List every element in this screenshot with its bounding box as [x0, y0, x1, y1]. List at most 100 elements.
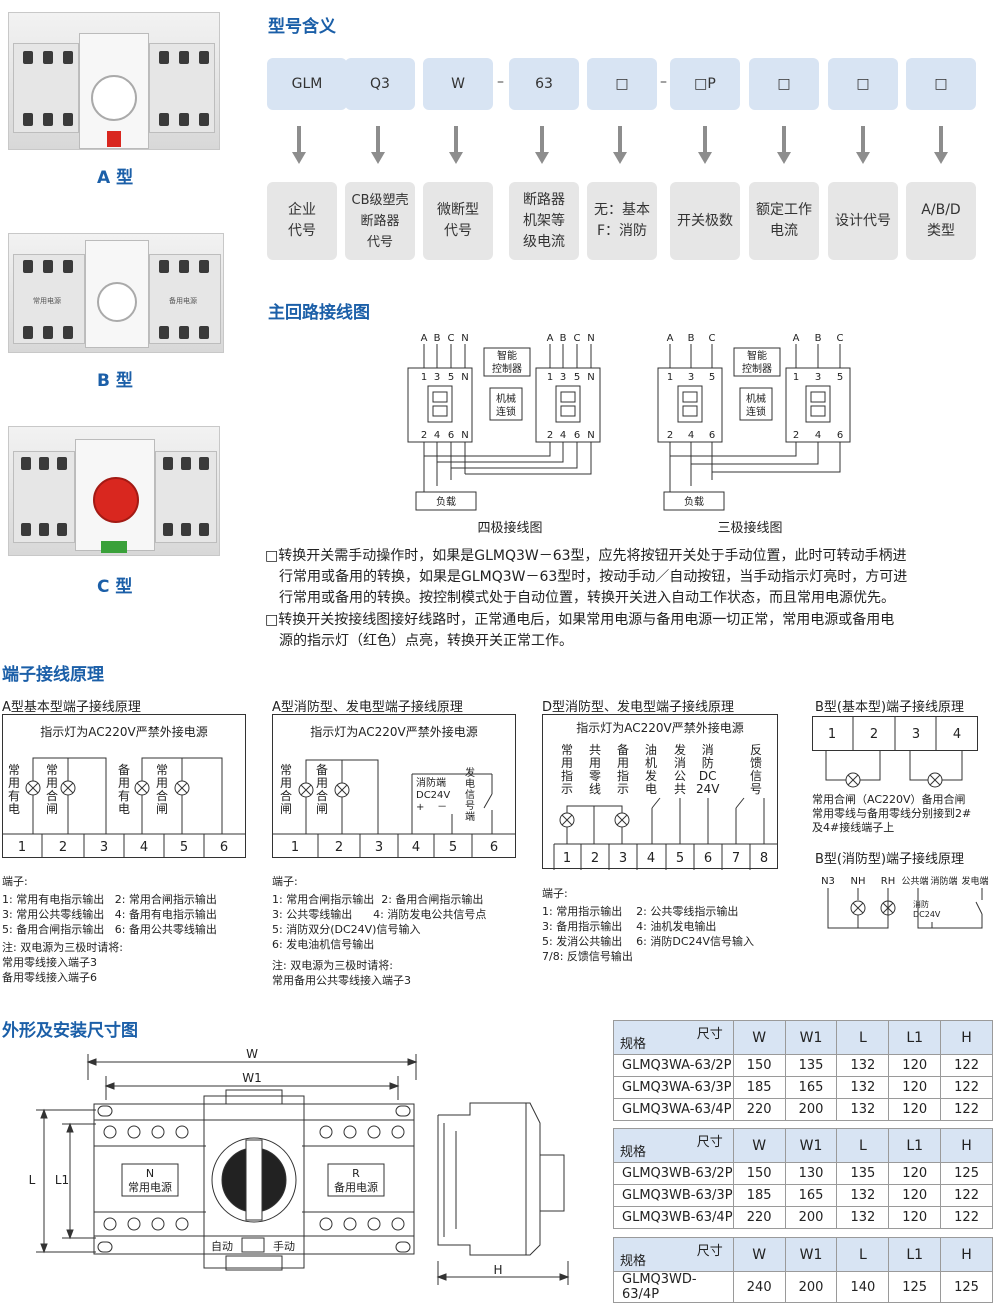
four-pole-diagram: A B C N A B C N 1 3 5 N 1 3 5 N 2 4 6 N … — [407, 333, 601, 536]
terminal-label: 2 — [421, 430, 427, 441]
desc-box-6: 开关极数 — [670, 182, 740, 260]
column-header: H — [940, 1128, 993, 1163]
code-dash-1: – — [497, 74, 504, 90]
down-arrow-icon — [934, 126, 948, 166]
product-photo-c — [8, 426, 220, 556]
down-arrow-icon — [613, 126, 627, 166]
a-basic-legend: 1: 常用有电指示输出 2: 常用合闸指示输出 3: 常用公共零线输出 4: 备… — [2, 893, 217, 936]
terminal-label: 1 — [547, 372, 553, 383]
note-line: □转换开关按接线图接好线路时，正常通电后，如果常用电源与备用电源一切正常，常用电… — [265, 612, 895, 628]
down-arrow-icon — [698, 126, 712, 166]
terminal-label: 2 — [793, 430, 799, 441]
photo-a-handle — [91, 75, 137, 121]
terminal-label: 2 — [547, 430, 553, 441]
terminal-number: 6 — [704, 851, 712, 866]
d-fire-title: D型消防型、发电型端子接线原理 — [542, 700, 735, 715]
a-fire-lamp-label: 常 用 合 闸 — [280, 763, 293, 816]
phase-a-label: A — [547, 333, 554, 344]
a-basic-lamp-label: 备 用 有 电 — [118, 763, 131, 816]
terminal-number: 6 — [490, 840, 498, 855]
backup-power-label: 备用电源 — [334, 1180, 378, 1194]
desc-box-2: CB级塑壳 断路器 代号 — [345, 182, 415, 260]
w1-label: W1 — [242, 1071, 262, 1085]
controller-label: 智能 — [497, 349, 517, 362]
terminal-number: 2 — [335, 840, 343, 855]
terminal-label: 3 — [560, 372, 566, 383]
terminal-number: 4 — [953, 727, 961, 742]
phase-c-label: C — [448, 333, 455, 344]
note-line: 行常用或备用的转换，如果是GLMQ3W－63型时，按动手动／自动按钮，当手动指示… — [279, 569, 908, 585]
a-fire-warning: 指示灯为AC220V严禁外接电源 — [310, 724, 478, 739]
code-box-7: □ — [749, 58, 819, 110]
d-fire-label: 共 用 零 线 — [589, 743, 602, 796]
interlock-label: 机械 — [746, 392, 766, 405]
b-fire-terminal-label: RH — [881, 876, 895, 887]
a-basic-lamp-label: 常 用 合 闸 — [156, 763, 169, 816]
note-paragraph-2: □转换开关按接线图接好线路时，正常通电后，如果常用电源与备用电源一切正常，常用电… — [265, 610, 1000, 652]
terminal-number: 4 — [412, 840, 420, 855]
phase-c-label: C — [709, 333, 716, 344]
b-fire-terminal-label: N3 — [821, 876, 835, 887]
a-fire-generator-label: 发 电 信 号 端 — [465, 768, 475, 823]
photo-b-handle — [97, 282, 137, 322]
product-photo-a — [8, 12, 220, 150]
a-fire-legend: 1: 常用合闸指示输出 2: 备用合闸指示输出 3: 公共零线输出 4: 消防发… — [272, 893, 487, 951]
d-fire-legend-title: 端子: — [542, 887, 568, 900]
desc-box-3: 微断型 代号 — [423, 182, 493, 260]
a-basic-warning: 指示灯为AC220V严禁外接电源 — [40, 724, 208, 739]
code-box-2: Q3 — [345, 58, 415, 110]
terminal-label: 5 — [709, 372, 715, 383]
normal-power-label: 常用电源 — [128, 1180, 172, 1194]
terminal-label: 1 — [667, 372, 673, 383]
d-fire-diagram: 指示灯为AC220V严禁外接电源 1 2 3 4 5 6 7 8 — [542, 714, 778, 870]
code-box-4: 63 — [509, 58, 579, 110]
phase-c-label: C — [837, 333, 844, 344]
terminal-number: 7 — [732, 851, 740, 866]
terminal-label: 6 — [837, 430, 843, 441]
note-line: 源的指示灯（红色）点亮，转换开关正常工作。 — [279, 633, 573, 649]
b-basic-note: 常用合闸（AC220V）备用合闸 常用零线与备用零线分别接到2# 及4#接线端子… — [812, 793, 972, 834]
desc-box-5: 无：基本 F：消防 — [587, 182, 657, 260]
controller-label: 控制器 — [492, 362, 522, 375]
terminal-label: 4 — [688, 430, 694, 441]
terminal-number: 1 — [563, 851, 571, 866]
column-header: L — [836, 1128, 890, 1163]
phase-n-label: N — [461, 333, 468, 344]
column-header: L1 — [888, 1020, 942, 1055]
code-box-1: GLM — [267, 58, 347, 110]
a-fire-note: 注: 双电源为三极时请将: 常用备用公共零线接入端子3 — [272, 959, 411, 987]
b-fire-diagram: N3 NH RH 公共端 消防端 发电端 — [821, 875, 989, 929]
terminal-number: 3 — [375, 840, 383, 855]
code-box-3: W — [423, 58, 493, 110]
phase-b-label: B — [434, 333, 441, 344]
code-box-6: □P — [670, 58, 740, 110]
code-box-8: □ — [828, 58, 898, 110]
down-arrow-icon — [856, 126, 870, 166]
a-basic-diagram: 指示灯为AC220V严禁外接电源 1 2 3 4 5 6 — [2, 714, 246, 858]
column-header: W1 — [784, 1020, 838, 1055]
terminal-number: 5 — [180, 840, 188, 855]
phase-n-label: N — [587, 333, 594, 344]
column-header: L1 — [888, 1237, 942, 1272]
code-dash-2: – — [660, 74, 667, 90]
terminal-number: 1 — [18, 840, 26, 855]
terminal-number: 4 — [140, 840, 148, 855]
controller-label: 智能 — [747, 349, 767, 362]
d-fire-label: 反 馈 信 号 — [750, 743, 763, 796]
a-basic-title: A型基本型端子接线原理 — [2, 700, 141, 715]
note-line: 行常用或备用的转换。按控制模式处于自动位置，转换开关进入自动工作状态，而且常用电… — [279, 590, 895, 606]
terminal-label: 4 — [434, 430, 440, 441]
terminal-label: 5 — [837, 372, 843, 383]
terminal-label: N — [461, 430, 468, 441]
terminal-number: 3 — [912, 727, 920, 742]
terminal-label: 6 — [448, 430, 454, 441]
w-label: W — [246, 1047, 258, 1061]
terminal-label: 3 — [815, 372, 821, 383]
a-fire-title: A型消防型、发电型端子接线原理 — [272, 700, 463, 715]
manual-label: 手动 — [273, 1239, 295, 1253]
